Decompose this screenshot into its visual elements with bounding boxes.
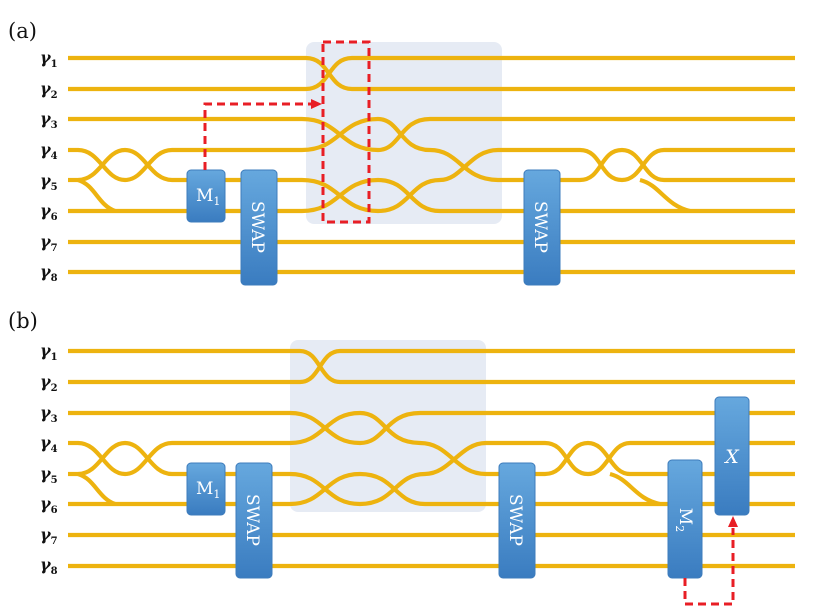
braid-strand — [299, 348, 341, 385]
wire-label-gamma-7: γ7 — [40, 525, 58, 547]
braids-b-left — [77, 440, 173, 506]
wire-label-gamma-1: γ1 — [40, 341, 58, 363]
wire-label-gamma-6: γ6 — [40, 201, 58, 223]
gate-m2-b: M2 — [667, 459, 703, 579]
wires-b — [68, 348, 795, 569]
braid-strand — [301, 147, 499, 214]
wire-label-gamma-4: γ4 — [40, 140, 58, 162]
braid-strand — [579, 147, 665, 183]
braids-a-left — [77, 147, 173, 213]
swap-gate-label: SWAP — [530, 201, 550, 253]
braid-strand — [77, 177, 116, 213]
braids-b-right — [544, 440, 661, 507]
swap-gate-box — [240, 169, 278, 286]
swap-gate-label: SWAP — [505, 494, 525, 546]
panel-a-label: (a) — [8, 19, 37, 43]
wire-label-gamma-2: γ2 — [40, 79, 58, 101]
braid-strand — [639, 177, 691, 214]
gate-swap1-a: SWAP — [240, 169, 278, 286]
braids-a-right — [579, 147, 691, 214]
m1-gate-box — [186, 462, 226, 516]
wire-label-gamma-6: γ6 — [40, 494, 58, 516]
braid-strand — [609, 471, 661, 507]
braids-b-region — [289, 348, 487, 507]
wire-label-gamma-5: γ5 — [40, 171, 58, 193]
swap-gate-label: SWAP — [247, 201, 267, 253]
m1-gate-label: M1 — [196, 479, 220, 501]
x-gate-box — [714, 396, 750, 516]
wire-label-gamma-2: γ2 — [40, 372, 58, 394]
swap-gate-label: SWAP — [242, 494, 262, 546]
panel-b: (b) γ1 γ2 γ3 γ4 γ5 γ6 γ7 γ8 — [8, 309, 795, 606]
feed-forward-arrow — [683, 528, 735, 606]
gate-swap2-b: SWAP — [498, 462, 536, 579]
braid-strand — [77, 147, 173, 183]
braid-strand — [305, 55, 353, 92]
swap-gate-box — [235, 462, 273, 579]
swap-gate-box — [523, 169, 561, 286]
wire-label-gamma-3: γ3 — [40, 109, 58, 131]
braid-strand — [77, 147, 173, 183]
arrow-head — [728, 516, 738, 527]
m2-gate-label: M2 — [673, 508, 695, 532]
panel-a: (a) γ1 γ2 γ3 γ4 γ5 γ6 γ7 γ8 — [8, 19, 795, 286]
braid-strand — [579, 147, 665, 183]
gate-x-b: X — [714, 396, 750, 516]
gate-swap2-a: SWAP — [523, 169, 561, 286]
arrow-head — [311, 99, 322, 109]
wire-labels-b: γ1 γ2 γ3 γ4 γ5 γ6 γ7 γ8 — [40, 341, 58, 577]
gate-swap1-b: SWAP — [235, 462, 273, 579]
swap-gate-box — [498, 462, 536, 579]
x-gate-label: X — [723, 446, 740, 468]
measurement-feed-a — [203, 40, 371, 224]
feed-forward-arrow — [203, 102, 312, 170]
wire-label-gamma-5: γ5 — [40, 464, 58, 486]
braid-strand — [301, 116, 499, 183]
wire-label-gamma-7: γ7 — [40, 232, 58, 254]
wire-label-gamma-4: γ4 — [40, 433, 58, 455]
gate-m1-b: M1 — [186, 462, 226, 516]
braids-a-region — [301, 55, 499, 214]
braid-strand — [289, 410, 470, 446]
braid-strand — [301, 177, 470, 214]
braid-strand — [544, 440, 631, 477]
panel-b-label: (b) — [8, 309, 38, 333]
braid-strand — [77, 440, 173, 477]
braid-strand — [77, 440, 173, 477]
wire-label-gamma-3: γ3 — [40, 403, 58, 425]
braid-strand — [544, 440, 631, 477]
wire-label-gamma-8: γ8 — [40, 555, 58, 577]
wire-labels-a: γ1 γ2 γ3 γ4 γ5 γ6 γ7 γ8 — [40, 48, 58, 284]
measurement-feed-b — [683, 516, 738, 606]
braid-strand — [77, 471, 116, 506]
braid-strand — [301, 116, 480, 153]
m1-gate-label: M1 — [196, 186, 220, 208]
braid-strand — [289, 471, 470, 507]
conditional-braid-box — [321, 40, 371, 224]
gate-m1-a: M1 — [186, 169, 226, 223]
wire-label-gamma-8: γ8 — [40, 262, 58, 284]
wire-label-gamma-1: γ1 — [40, 48, 58, 70]
